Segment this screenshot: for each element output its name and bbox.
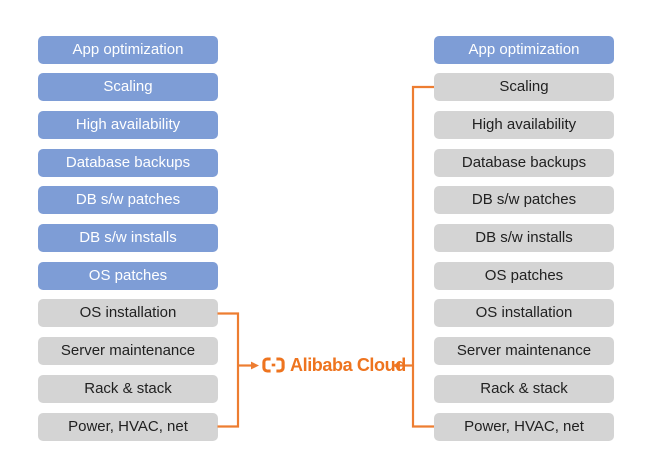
- service-box: Power, HVAC, net: [38, 412, 218, 441]
- alibaba-cloud-logo: Alibaba Cloud: [262, 351, 406, 379]
- left-arrowhead-icon: [251, 361, 259, 370]
- service-box: Server maintenance: [38, 337, 218, 366]
- alibaba-cloud-brackets-icon: [262, 357, 285, 373]
- service-box: DB s/w installs: [38, 224, 218, 252]
- left-bracket-connector: [217, 312, 240, 428]
- service-box: Scaling: [38, 73, 218, 102]
- service-box: Rack & stack: [434, 374, 614, 403]
- service-box: Scaling: [434, 73, 614, 102]
- service-box: DB s/w patches: [434, 186, 614, 215]
- service-box: High availability: [38, 110, 218, 139]
- service-box: DB s/w patches: [38, 186, 218, 215]
- service-box: Database backups: [434, 148, 614, 177]
- alibaba-cloud-logo-text: Alibaba Cloud: [290, 354, 406, 375]
- service-box: OS installation: [38, 299, 218, 328]
- service-box: OS patches: [38, 261, 218, 290]
- service-box: High availability: [434, 110, 614, 139]
- service-box: Server maintenance: [434, 337, 614, 366]
- service-box: DB s/w installs: [434, 224, 614, 252]
- service-box: App optimization: [434, 35, 614, 64]
- service-box: Rack & stack: [38, 374, 218, 403]
- service-box: OS patches: [434, 261, 614, 290]
- service-box: Power, HVAC, net: [434, 412, 614, 441]
- right-bracket-connector: [411, 85, 434, 428]
- service-box: OS installation: [434, 299, 614, 328]
- service-box: Database backups: [38, 148, 218, 177]
- service-box: App optimization: [38, 35, 218, 64]
